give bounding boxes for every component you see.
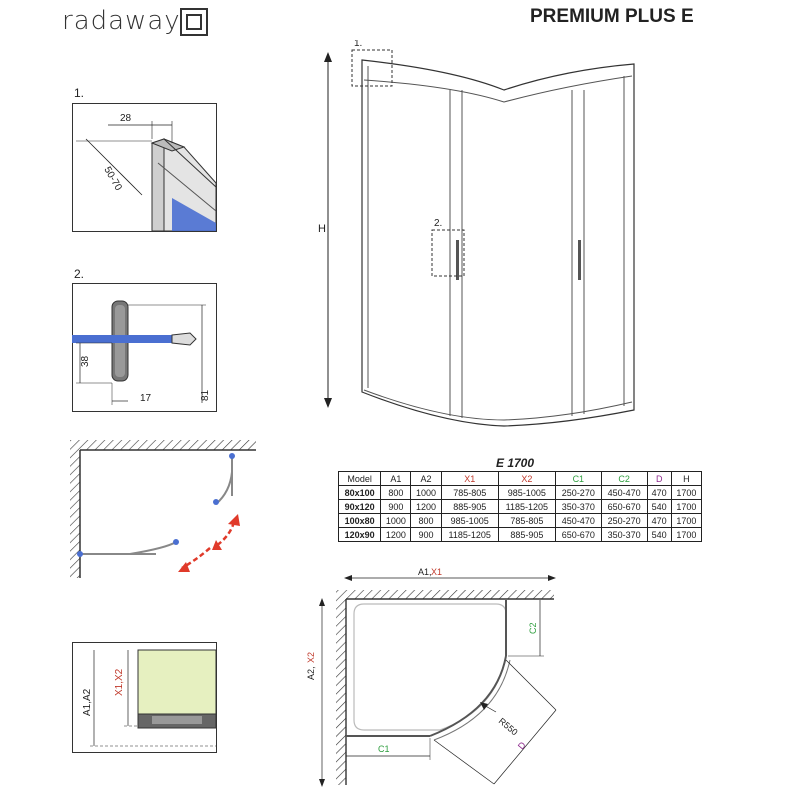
plan-label-a1: A1,	[418, 567, 432, 577]
table-header-cell: C1	[554, 471, 602, 486]
table-cell: 1200	[380, 527, 412, 542]
table-cell: 885-905	[440, 499, 499, 514]
table-cell: 350-370	[600, 527, 648, 542]
detail-2-dim-a: 38	[80, 355, 91, 367]
table-cell: 350-370	[554, 499, 602, 514]
table-cell: 650-670	[600, 499, 648, 514]
table-cell: 885-905	[497, 527, 556, 542]
table-cell: 1700	[670, 513, 703, 528]
table-header-cell: A2	[410, 471, 442, 486]
elevation-callout-2: 2.	[434, 218, 442, 229]
table-header-cell: H	[670, 471, 703, 486]
brand-logo-icon	[180, 8, 208, 36]
section-label-a: A1,A2	[82, 688, 93, 716]
table-row: 120x90 1200 900 1185-1205 885-905 650-67…	[337, 527, 703, 542]
table-header-row: Model A1 A2 X1 X2 C1 C2 D H	[337, 471, 703, 486]
table-cell: 650-670	[554, 527, 602, 542]
table-cell: 80x100	[337, 485, 382, 500]
table-cell: 800	[380, 485, 412, 500]
table-cell: 800	[410, 513, 442, 528]
table-cell: 785-805	[440, 485, 499, 500]
plan-label-x1: X1	[431, 567, 442, 577]
plan-label-d: D	[516, 739, 528, 751]
brand-logo-text: radaway	[62, 6, 181, 36]
table-row: 100x80 1000 800 985-1005 785-805 450-470…	[337, 513, 703, 528]
table-cell: 540	[646, 499, 672, 514]
table-row: 80x100 800 1000 785-805 985-1005 250-270…	[337, 485, 703, 500]
table-cell: 1700	[670, 499, 703, 514]
table-cell: 900	[380, 499, 412, 514]
table-cell: 1200	[410, 499, 442, 514]
table-cell: 250-270	[554, 485, 602, 500]
front-elevation: H 1. 2.	[318, 40, 635, 427]
plan-label-radius: R550	[497, 716, 520, 737]
table-header-cell: A1	[380, 471, 412, 486]
detail-2-dim-b: 17	[140, 393, 152, 404]
section-label-x: X1,X2	[114, 668, 125, 696]
plan-label-a2: A2,	[306, 666, 316, 680]
table-cell: 1700	[670, 485, 703, 500]
detail-1-number: 1.	[74, 86, 85, 100]
table-cell: 985-1005	[497, 485, 556, 500]
table-cell: 250-270	[600, 513, 648, 528]
table-cell: 470	[646, 485, 672, 500]
detail-1-panel: 28 50-70	[72, 103, 217, 232]
table-cell: 900	[410, 527, 442, 542]
section-view: A1,A2 X1,X2	[72, 642, 217, 753]
elevation-height-label: H	[318, 223, 326, 235]
product-title: PREMIUM PLUS E	[530, 6, 694, 27]
plan-label-c2: C2	[528, 622, 538, 634]
plan-label-c1: C1	[378, 744, 390, 754]
table-cell: 785-805	[497, 513, 556, 528]
table-cell: 450-470	[600, 485, 648, 500]
table-cell: 1000	[380, 513, 412, 528]
table-header-cell: D	[646, 471, 672, 486]
detail-1-dim-a: 28	[120, 113, 132, 124]
opening-diagram	[70, 440, 256, 578]
table-cell: 1000	[410, 485, 442, 500]
detail-2-dim-c: 81	[200, 389, 211, 401]
table-cell: 90x120	[337, 499, 382, 514]
elevation-callout-1: 1.	[354, 40, 362, 49]
table-header-cell: X1	[440, 471, 499, 486]
table-cell: 540	[646, 527, 672, 542]
table-cell: 1700	[670, 527, 703, 542]
table-cell: 1185-1205	[497, 499, 556, 514]
table-cell: 985-1005	[440, 513, 499, 528]
detail-2-panel: 38 17 81	[72, 283, 217, 412]
table-header-cell: C2	[600, 471, 648, 486]
spec-table: Model A1 A2 X1 X2 C1 C2 D H 80x100 800 1…	[337, 471, 703, 542]
detail-2-number: 2.	[74, 267, 85, 281]
table-cell: 100x80	[337, 513, 382, 528]
table-title: E 1700	[496, 456, 535, 470]
table-cell: 1185-1205	[440, 527, 499, 542]
table-row: 90x120 900 1200 885-905 1185-1205 350-37…	[337, 499, 703, 514]
table-header-cell: X2	[497, 471, 556, 486]
plan-view: A1, X1 A2, X2 C2 C1 R550 D	[306, 567, 557, 787]
table-cell: 450-470	[554, 513, 602, 528]
plan-label-x2: X2	[306, 652, 316, 663]
table-cell: 470	[646, 513, 672, 528]
table-cell: 120x90	[337, 527, 382, 542]
table-header-cell: Model	[337, 471, 382, 486]
